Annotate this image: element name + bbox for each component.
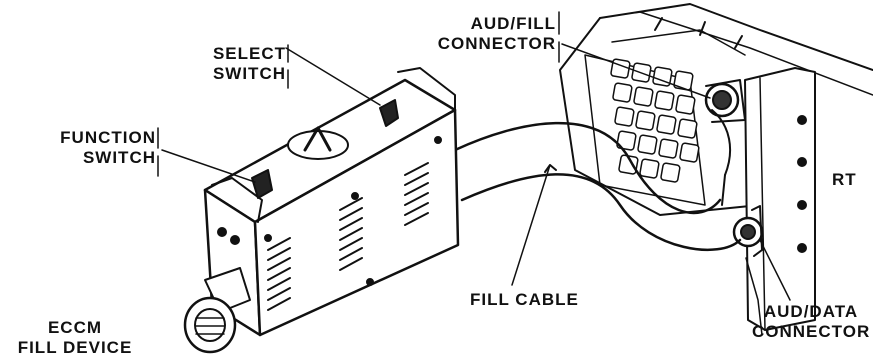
fill-cable-label: FILL CABLE [470,290,579,309]
fill-cable-leader [511,164,551,286]
eccm-fill-device-drawing [183,67,460,354]
aud-data-connector-label-line2: CONNECTOR [752,322,871,341]
select-switch-leader [285,47,381,106]
fill-cable-drawing [453,109,742,252]
eccm-fill-device-label: ECCM FILL DEVICE [0,318,150,358]
radio-rt-drawing [559,3,873,336]
aud-data-connector-label-line1: AUD/DATA [763,302,859,321]
eccm-fill-device-label-line2: FILL DEVICE [17,338,133,357]
aud-fill-leader [561,43,711,99]
select-switch-label-line1: SELECT [212,44,286,63]
device-connector-drawing [183,267,251,354]
keypad-drawing [610,58,700,183]
select-switch-label-line2: SWITCH [212,64,286,83]
rt-label: RT [832,170,857,189]
leader-lines [157,11,791,301]
eccm-fill-device-label-line1: ECCM [47,318,103,337]
aud-data-leader [759,239,791,301]
select-switch-label: SELECT SWITCH [170,44,286,84]
aud-data-connector-drawing [732,205,764,336]
function-switch-leader [161,149,256,183]
aud-fill-connector-label: AUD/FILL CONNECTOR [432,14,556,54]
function-switch-label-line1: FUNCTION [60,128,156,147]
aud-data-connector-label: AUD/DATA CONNECTOR [752,302,870,342]
aud-fill-connector-label-line2: CONNECTOR [437,34,556,53]
aud-fill-connector-drawing [704,79,746,123]
aud-fill-connector-label-line1: AUD/FILL [470,14,556,33]
function-switch-label: FUNCTION SWITCH [18,128,156,168]
function-switch-label-line2: SWITCH [82,148,156,167]
